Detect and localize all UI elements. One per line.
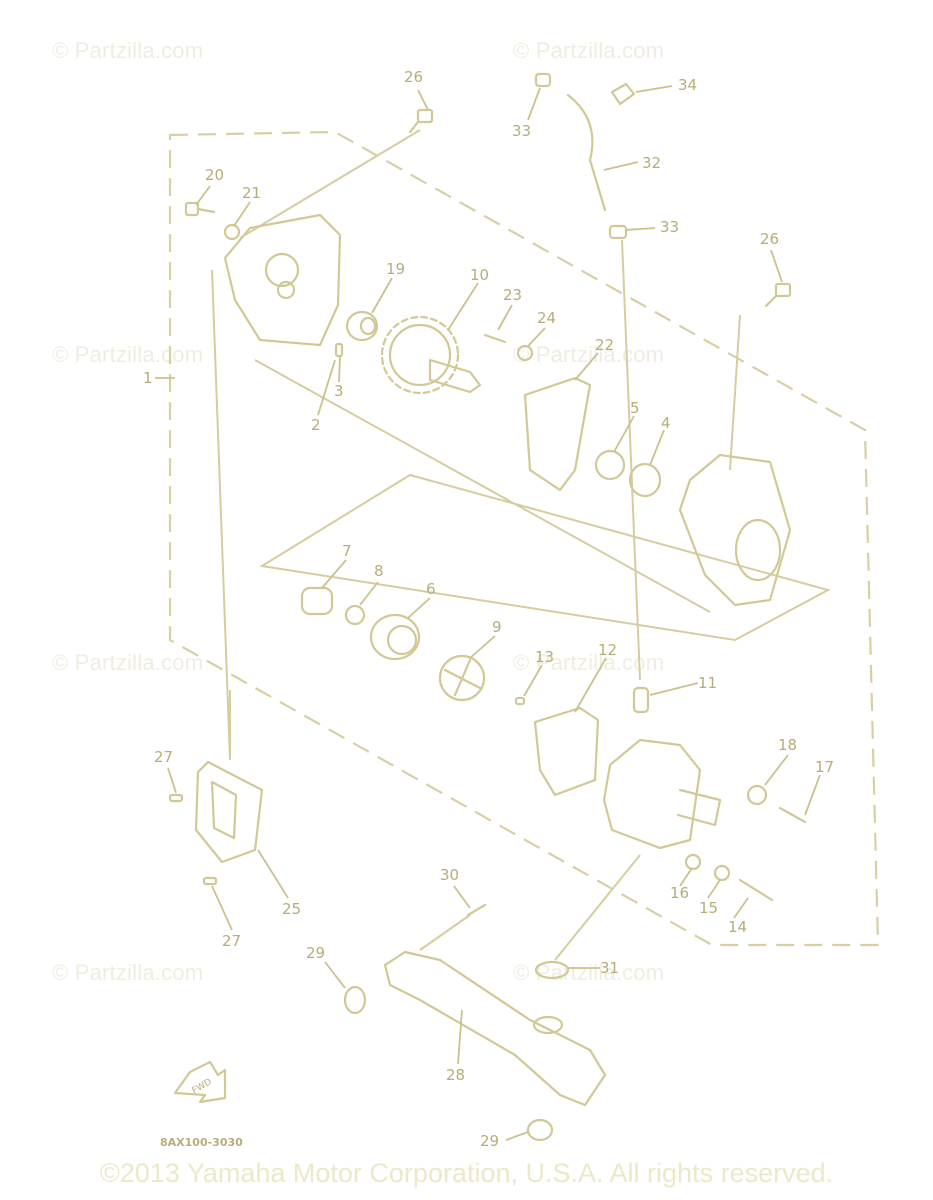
gasket-12-icon bbox=[533, 706, 600, 797]
callout-21: 21 bbox=[242, 184, 261, 202]
callout-16: 16 bbox=[670, 884, 689, 902]
pump-cover-icon bbox=[223, 213, 342, 347]
callout-27: 27 bbox=[154, 748, 173, 766]
pump-housing-icon bbox=[678, 453, 792, 607]
bolt-20-icon bbox=[184, 201, 216, 217]
washer-24-icon bbox=[516, 344, 534, 362]
callout-17: 17 bbox=[815, 758, 834, 776]
diagram-code: 8AX100-3030 bbox=[160, 1136, 243, 1149]
hose-guide-line bbox=[621, 239, 641, 681]
bolt-26-icon bbox=[408, 108, 434, 134]
o-ring-31-icon bbox=[534, 960, 570, 980]
forward-arrow-icon bbox=[173, 1060, 227, 1104]
callout-8: 8 bbox=[374, 562, 384, 580]
pin-27-icon bbox=[202, 876, 218, 886]
gear-10-icon bbox=[380, 315, 482, 395]
callout-6: 6 bbox=[426, 580, 436, 598]
callout-1: 1 bbox=[143, 369, 153, 387]
callout-29: 29 bbox=[480, 1132, 499, 1150]
pin-13-icon bbox=[514, 696, 526, 706]
clamp-33-icon bbox=[608, 224, 628, 240]
mechanical-seal-6-icon bbox=[369, 613, 421, 661]
watermark: © Partzilla.com bbox=[52, 960, 204, 985]
callout-24: 24 bbox=[537, 309, 556, 327]
bolt-17-icon bbox=[778, 806, 807, 824]
callout-32: 32 bbox=[642, 154, 661, 172]
washer-16-icon bbox=[684, 853, 702, 871]
pump-outline-plane bbox=[259, 473, 831, 642]
bearing-19-icon bbox=[345, 310, 379, 342]
callout-10: 10 bbox=[470, 266, 489, 284]
sleeve-7-icon bbox=[300, 586, 334, 616]
callout-4: 4 bbox=[661, 414, 671, 432]
washer-15-icon bbox=[713, 864, 731, 882]
watermark: © Partzilla.com bbox=[52, 38, 204, 63]
callout-14: 14 bbox=[728, 918, 747, 936]
forward-arrow-label: FWD bbox=[191, 1077, 214, 1096]
callout-25: 25 bbox=[282, 900, 301, 918]
callout-11: 11 bbox=[698, 674, 717, 692]
callout-23: 23 bbox=[503, 286, 522, 304]
gasket-25-icon bbox=[194, 760, 264, 864]
callout-7: 7 bbox=[342, 542, 352, 560]
callout-13: 13 bbox=[535, 648, 554, 666]
assembly-boundary bbox=[168, 130, 880, 947]
callout-27: 27 bbox=[222, 932, 241, 950]
pin-27-icon bbox=[168, 793, 184, 803]
assembly-axis-line bbox=[254, 359, 711, 613]
bolt-guide-line bbox=[729, 314, 741, 471]
callout-26: 26 bbox=[760, 230, 779, 248]
dowel-pin-3-icon bbox=[334, 342, 344, 358]
callout-31: 31 bbox=[600, 959, 619, 977]
watermark: © Partzilla.com bbox=[52, 650, 204, 675]
callout-30: 30 bbox=[440, 866, 459, 884]
oil-seal-5-icon bbox=[594, 449, 626, 481]
bearing-4-icon bbox=[628, 462, 662, 498]
plate-22-icon bbox=[523, 376, 592, 492]
callout-33: 33 bbox=[512, 122, 531, 140]
callout-19: 19 bbox=[386, 260, 405, 278]
callout-20: 20 bbox=[205, 166, 224, 184]
leader-line bbox=[239, 129, 421, 239]
callout-29: 29 bbox=[306, 944, 325, 962]
leader-line bbox=[554, 854, 641, 961]
leader-line bbox=[419, 914, 471, 951]
pipe-11-icon bbox=[632, 686, 650, 714]
o-ring-29-icon bbox=[526, 1118, 554, 1142]
impeller-9-icon bbox=[438, 654, 486, 702]
clamp-33-icon bbox=[534, 72, 552, 88]
callout-5: 5 bbox=[630, 399, 640, 417]
callout-22: 22 bbox=[595, 336, 614, 354]
copyright-notice: ©2013 Yamaha Motor Corporation, U.S.A. A… bbox=[99, 1158, 834, 1188]
bolt-30-icon bbox=[466, 903, 487, 917]
callout-28: 28 bbox=[446, 1066, 465, 1084]
bolt-26-icon bbox=[764, 282, 792, 308]
o-ring-29-icon bbox=[343, 985, 367, 1015]
bolt-14-icon bbox=[738, 878, 774, 902]
callout-18: 18 bbox=[778, 736, 797, 754]
callout-9: 9 bbox=[492, 618, 502, 636]
callout-3: 3 bbox=[334, 382, 344, 400]
washer-18-icon bbox=[746, 784, 768, 806]
bolt-23-icon bbox=[483, 333, 507, 344]
clip-34-icon bbox=[610, 82, 636, 106]
callout-15: 15 bbox=[699, 899, 718, 917]
water-pipe-28-icon bbox=[383, 950, 607, 1107]
watermark: © Partzilla.com bbox=[513, 38, 665, 63]
pump-body-icon bbox=[602, 738, 702, 850]
cover-to-gasket-line bbox=[211, 269, 231, 761]
callout-34: 34 bbox=[678, 76, 697, 94]
washer-21-icon bbox=[223, 223, 241, 241]
callout-26: 26 bbox=[404, 68, 423, 86]
callout-2: 2 bbox=[311, 416, 321, 434]
hose-32-icon bbox=[566, 93, 607, 212]
watermark: © Partzilla.com bbox=[52, 342, 204, 367]
callout-33: 33 bbox=[660, 218, 679, 236]
watermark: © Partzilla.com bbox=[513, 960, 665, 985]
callout-12: 12 bbox=[598, 641, 617, 659]
washer-8-icon bbox=[344, 604, 366, 626]
